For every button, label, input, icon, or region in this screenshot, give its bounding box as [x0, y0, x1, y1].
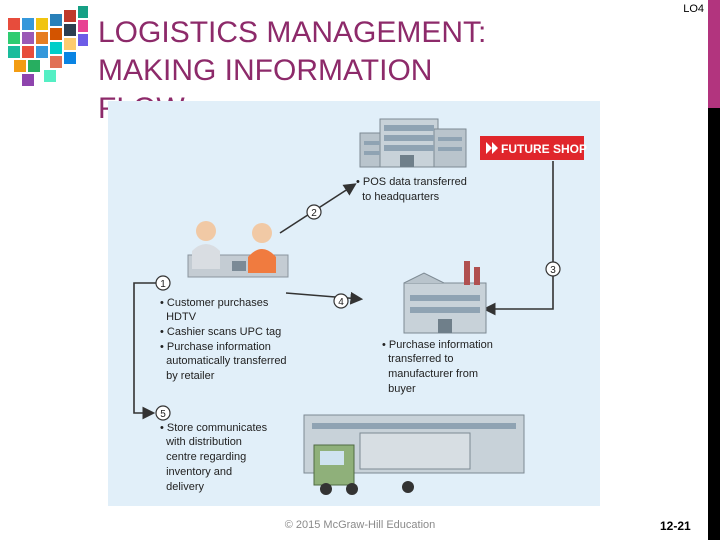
- learning-objective-tag: LO4: [683, 3, 704, 15]
- step-circle-1: 1: [155, 275, 171, 291]
- diagram-panel: FUTURE SHOP: [108, 101, 600, 506]
- step-circle-2: 2: [306, 204, 322, 220]
- step-1-caption: • Customer purchases HDTV • Cashier scan…: [160, 297, 287, 382]
- svg-text:• Purchase information: • Purchase information: [160, 341, 271, 353]
- svg-text:• Store communicates: • Store communicates: [160, 422, 268, 434]
- svg-text:4: 4: [338, 297, 344, 308]
- svg-text:manufacturer from: manufacturer from: [382, 368, 478, 380]
- headquarters-building: [359, 118, 467, 168]
- slide-title: LOGISTICS MANAGEMENT: MAKING INFORMATION…: [98, 16, 487, 125]
- step-2-caption: • POS data transferred to headquarters: [356, 176, 467, 203]
- svg-text:buyer: buyer: [382, 383, 416, 395]
- cube-right-face: [44, 6, 88, 82]
- svg-text:HDTV: HDTV: [160, 311, 197, 323]
- step-5-caption: • Store communicates with distribution c…: [160, 422, 268, 493]
- distribution-centre-truck: [303, 414, 525, 495]
- svg-text:inventory and: inventory and: [160, 466, 232, 478]
- flow-arrow-4: [285, 291, 364, 305]
- svg-text:• POS data transferred: • POS data transferred: [356, 176, 467, 188]
- svg-text:• Cashier scans UPC tag: • Cashier scans UPC tag: [160, 326, 281, 338]
- app-cube-logo: [8, 6, 88, 86]
- svg-text:by retailer: by retailer: [160, 370, 215, 382]
- future-shop-logo: FUTURE SHOP: [480, 136, 587, 160]
- cashier-customer-illustration: [187, 221, 289, 278]
- svg-text:5: 5: [160, 409, 166, 420]
- side-bar: [708, 0, 720, 540]
- side-accent-bar: [708, 0, 720, 108]
- step-circle-4: 4: [333, 293, 349, 309]
- svg-text:3: 3: [550, 265, 556, 276]
- svg-text:to headquarters: to headquarters: [356, 191, 440, 203]
- svg-text:• Purchase information: • Purchase information: [382, 339, 493, 351]
- manufacturer-factory: [403, 261, 487, 334]
- svg-text:• Customer purchases: • Customer purchases: [160, 297, 269, 309]
- cube-left-face: [8, 18, 48, 86]
- logistics-info-flow-diagram: FUTURE SHOP: [133, 118, 587, 495]
- svg-text:1: 1: [160, 279, 166, 290]
- flow-arrow-5: [133, 282, 156, 420]
- svg-text:centre regarding: centre regarding: [160, 451, 246, 463]
- svg-text:2: 2: [311, 208, 317, 219]
- svg-text:with distribution: with distribution: [160, 436, 242, 448]
- copyright-footer: © 2015 McGraw-Hill Education: [284, 519, 436, 531]
- svg-text:automatically transferred: automatically transferred: [160, 355, 287, 367]
- svg-text:delivery: delivery: [160, 481, 205, 493]
- flow-arrow-3: [482, 161, 554, 316]
- brand-label: FUTURE SHOP: [501, 142, 587, 156]
- step-circle-3: 3: [545, 261, 561, 277]
- svg-text:transferred to: transferred to: [382, 353, 454, 365]
- step-circle-5: 5: [155, 405, 171, 421]
- step-4-caption: • Purchase information transferred to ma…: [382, 339, 493, 395]
- page-number: 12-21: [660, 519, 691, 533]
